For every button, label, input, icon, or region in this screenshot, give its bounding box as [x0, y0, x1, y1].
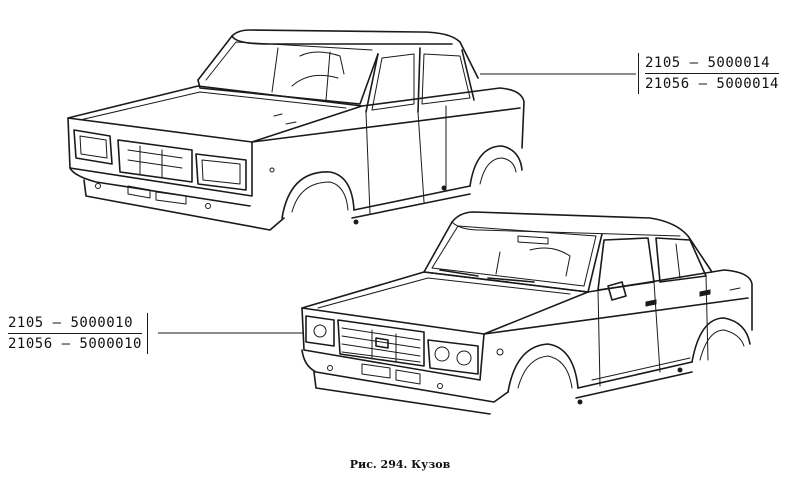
part-number-callout-top: 2105 – 5000014 21056 – 5000014 [638, 53, 779, 94]
part-number-21056-top: 21056 – 5000014 [645, 76, 779, 92]
complete-body-drawing-bottom [301, 211, 753, 415]
part-number-callout-bottom: 2105 – 5000010 21056 – 5000010 [8, 313, 148, 354]
part-number-21056-bottom: 21056 – 5000010 [8, 336, 142, 352]
part-number-2105-top: 2105 – 5000014 [645, 53, 779, 74]
figure-caption: Рис. 294. Кузов [349, 458, 451, 471]
part-number-2105-bottom: 2105 – 5000010 [8, 313, 142, 334]
body-shell-drawing-top [67, 29, 525, 231]
